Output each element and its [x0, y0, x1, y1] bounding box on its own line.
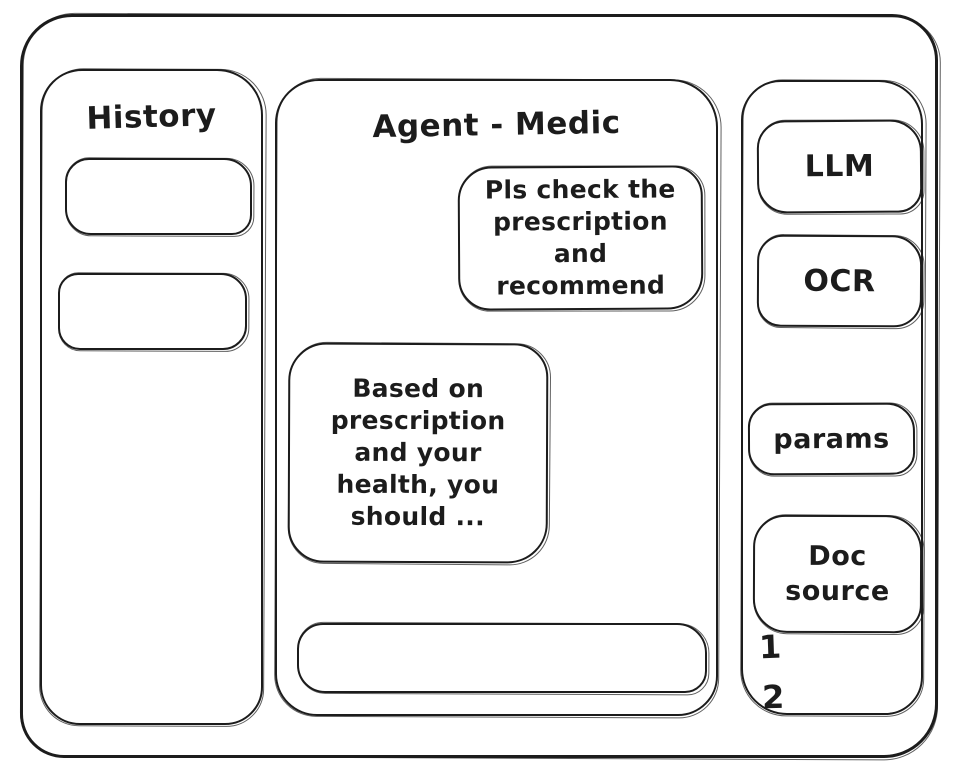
llm-button-label: LLM	[804, 148, 875, 185]
assistant-message-bubble: Based on prescription and your health, y…	[287, 342, 549, 564]
user-message-bubble: Pls check the prescription and recommend	[457, 165, 704, 311]
history-title: History	[85, 97, 218, 137]
chat-panel: Agent - Medic Pls check the prescription…	[275, 79, 718, 716]
message-input[interactable]	[297, 623, 707, 693]
assistant-message-text: Based on prescription and your health, y…	[330, 373, 506, 532]
params-button[interactable]: params	[747, 402, 916, 476]
doc-source-item-2[interactable]: 2	[761, 677, 785, 717]
doc-source-item-1[interactable]: 1	[758, 627, 782, 667]
doc-source-button-label: Doc source	[785, 540, 890, 608]
history-item[interactable]	[58, 273, 247, 350]
ocr-button[interactable]: OCR	[756, 234, 923, 328]
app-frame: History Agent - Medic Pls check the pres…	[20, 14, 938, 758]
history-sidebar: History	[40, 69, 263, 725]
ocr-button-label: OCR	[803, 263, 876, 299]
tools-sidebar: LLM OCR params Doc source 1 2	[741, 80, 923, 717]
doc-source-button[interactable]: Doc source	[752, 514, 923, 634]
llm-button[interactable]: LLM	[756, 119, 923, 214]
chat-title: Agent - Medic	[372, 104, 621, 146]
params-button-label: params	[773, 423, 890, 455]
user-message-text: Pls check the prescription and recommend	[484, 174, 676, 301]
history-item[interactable]	[65, 158, 252, 235]
